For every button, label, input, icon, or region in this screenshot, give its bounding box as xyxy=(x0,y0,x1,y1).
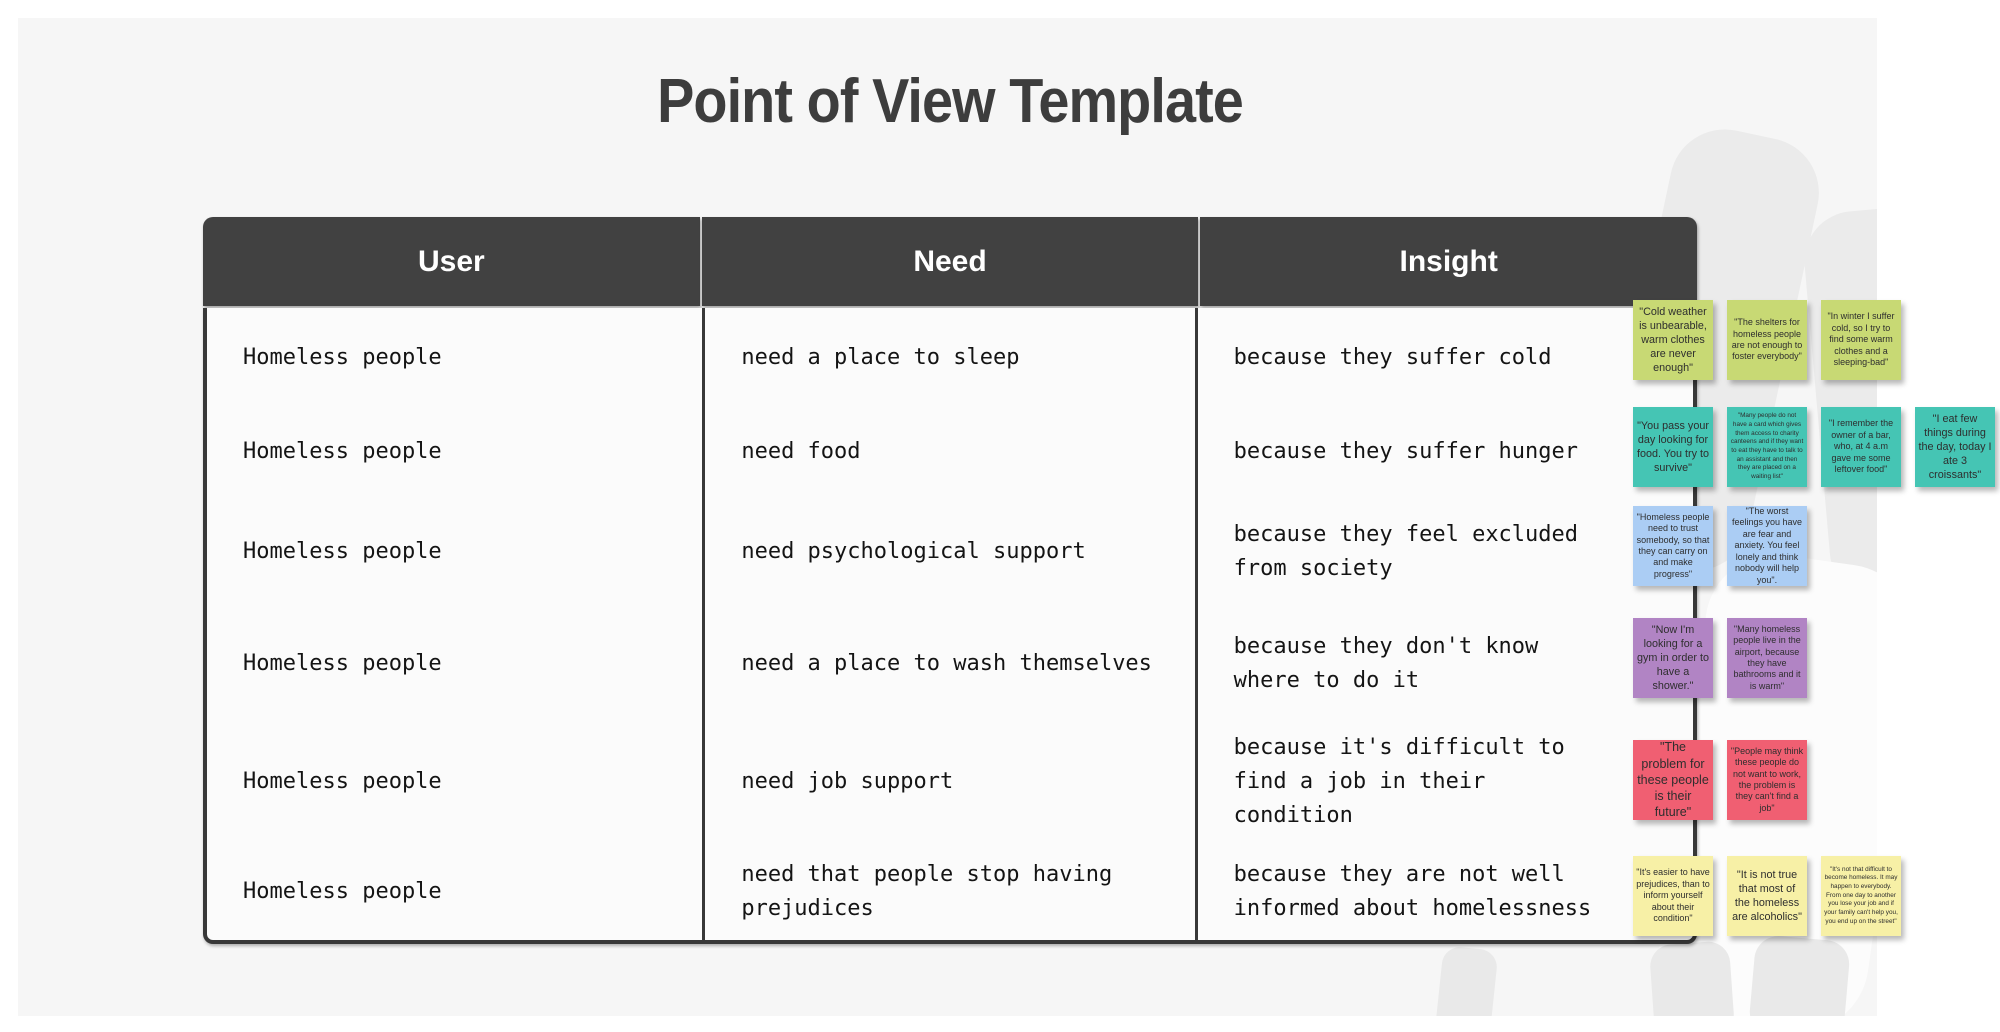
cell-r1-user[interactable]: Homeless people xyxy=(243,345,442,370)
sticky-note[interactable]: "Cold weather is unbearable, warm clothe… xyxy=(1633,300,1713,380)
sticky-note-text: "Many people do not have a card which gi… xyxy=(1730,412,1804,480)
sticky-note[interactable]: "Homeless people need to trust somebody,… xyxy=(1633,506,1713,586)
sticky-note-text: "It's easier to have prejudices, than to… xyxy=(1636,867,1710,924)
page-title: Point of View Template xyxy=(657,67,1244,136)
cell-r6-need[interactable]: need that people stop having prejudices xyxy=(702,843,1198,940)
sticky-note-text: "Cold weather is unbearable, warm clothe… xyxy=(1639,305,1707,375)
sticky-note-group-row-6: "It's easier to have prejudices, than to… xyxy=(1633,856,1901,936)
cell-r5-user[interactable]: Homeless people xyxy=(243,768,442,794)
cell-r4-insight[interactable]: because they don't know where to do it xyxy=(1233,634,1539,693)
sticky-note-text: "Homeless people need to trust somebody,… xyxy=(1636,511,1710,579)
sticky-note-group-row-5: "The problem for these people is their f… xyxy=(1633,740,1807,820)
sticky-note-group-row-4: "Now I'm looking for a gym in order to h… xyxy=(1633,618,1807,698)
sticky-note-text: "I remember the owner of a bar, who, at … xyxy=(1828,418,1894,475)
column-header-user: User xyxy=(203,217,700,306)
sticky-note[interactable]: "You pass your day looking for food. You… xyxy=(1633,407,1713,487)
sticky-note-text: "The worst feelings you have are fear an… xyxy=(1731,506,1803,585)
sticky-note[interactable]: "Many people do not have a card which gi… xyxy=(1727,407,1807,487)
table-header: User Need Insight xyxy=(203,217,1697,306)
sticky-note-text: "You pass your day looking for food. You… xyxy=(1636,419,1710,475)
sticky-note-group-row-1: "Cold weather is unbearable, warm clothe… xyxy=(1633,300,1901,380)
cell-r1-need[interactable]: need a place to sleep xyxy=(702,308,1198,408)
sticky-note[interactable]: "I remember the owner of a bar, who, at … xyxy=(1821,407,1901,487)
cell-r6-user[interactable]: Homeless people xyxy=(243,878,442,904)
cell-r2-user[interactable]: Homeless people xyxy=(243,439,442,464)
sticky-note-text: "I eat few things during the day, today … xyxy=(1918,412,1992,482)
sticky-note-text: "Now I'm looking for a gym in order to h… xyxy=(1636,623,1709,693)
cell-r2-need[interactable]: need food xyxy=(702,408,1198,496)
sticky-note-text: "People may think these people do not wa… xyxy=(1730,745,1804,813)
cell-r6-insight[interactable]: because they are not well informed about… xyxy=(1233,861,1592,921)
column-header-insight: Insight xyxy=(1200,217,1697,306)
cell-r3-need[interactable]: need psychological support xyxy=(702,496,1198,608)
sticky-note[interactable]: "It is not true that most of the homeles… xyxy=(1727,856,1807,936)
table-body: Homeless people need a place to sleep be… xyxy=(203,308,1697,944)
column-header-need: Need xyxy=(701,217,1199,306)
sticky-note-text: "It is not true that most of the homeles… xyxy=(1732,868,1802,924)
sticky-note[interactable]: "Many homeless people live in the airpor… xyxy=(1727,618,1807,698)
cell-r5-need[interactable]: need job support xyxy=(702,720,1198,843)
sticky-note[interactable]: "The shelters for homeless people are no… xyxy=(1727,300,1807,380)
sticky-note[interactable]: "People may think these people do not wa… xyxy=(1727,740,1807,820)
sticky-note[interactable]: "I eat few things during the day, today … xyxy=(1915,407,1995,487)
sticky-note-text: "The shelters for homeless people are no… xyxy=(1731,317,1803,362)
sticky-note[interactable]: "It's not that difficult to become homel… xyxy=(1821,856,1901,936)
sticky-note[interactable]: "The problem for these people is their f… xyxy=(1633,740,1713,820)
cell-r1-insight[interactable]: because they suffer cold xyxy=(1233,345,1552,370)
sticky-note-text: "The problem for these people is their f… xyxy=(1637,740,1709,820)
sticky-note[interactable]: "The worst feelings you have are fear an… xyxy=(1727,506,1807,586)
sticky-note-text: "In winter I suffer cold, so I try to fi… xyxy=(1827,311,1895,368)
cell-r3-user[interactable]: Homeless people xyxy=(243,539,442,564)
cell-r4-user[interactable]: Homeless people xyxy=(243,651,442,676)
cell-r2-insight[interactable]: because they suffer hunger xyxy=(1233,439,1579,464)
cell-r4-need[interactable]: need a place to wash themselves xyxy=(702,608,1198,720)
sticky-note-text: "It's not that difficult to become homel… xyxy=(1824,865,1898,925)
sticky-note[interactable]: "In winter I suffer cold, so I try to fi… xyxy=(1821,300,1901,380)
sticky-note-group-row-2: "You pass your day looking for food. You… xyxy=(1633,407,1995,487)
sticky-note-text: "Many homeless people live in the airpor… xyxy=(1733,623,1801,691)
cell-r3-insight[interactable]: because they feel excluded from society xyxy=(1233,522,1579,581)
cell-r5-insight[interactable]: because it's difficult to find a job in … xyxy=(1233,734,1565,828)
sticky-note[interactable]: "It's easier to have prejudices, than to… xyxy=(1633,856,1713,936)
pov-table: User Need Insight Homeless people need a… xyxy=(203,217,1697,944)
sticky-note-group-row-3: "Homeless people need to trust somebody,… xyxy=(1633,506,1807,586)
sticky-note[interactable]: "Now I'm looking for a gym in order to h… xyxy=(1633,618,1713,698)
